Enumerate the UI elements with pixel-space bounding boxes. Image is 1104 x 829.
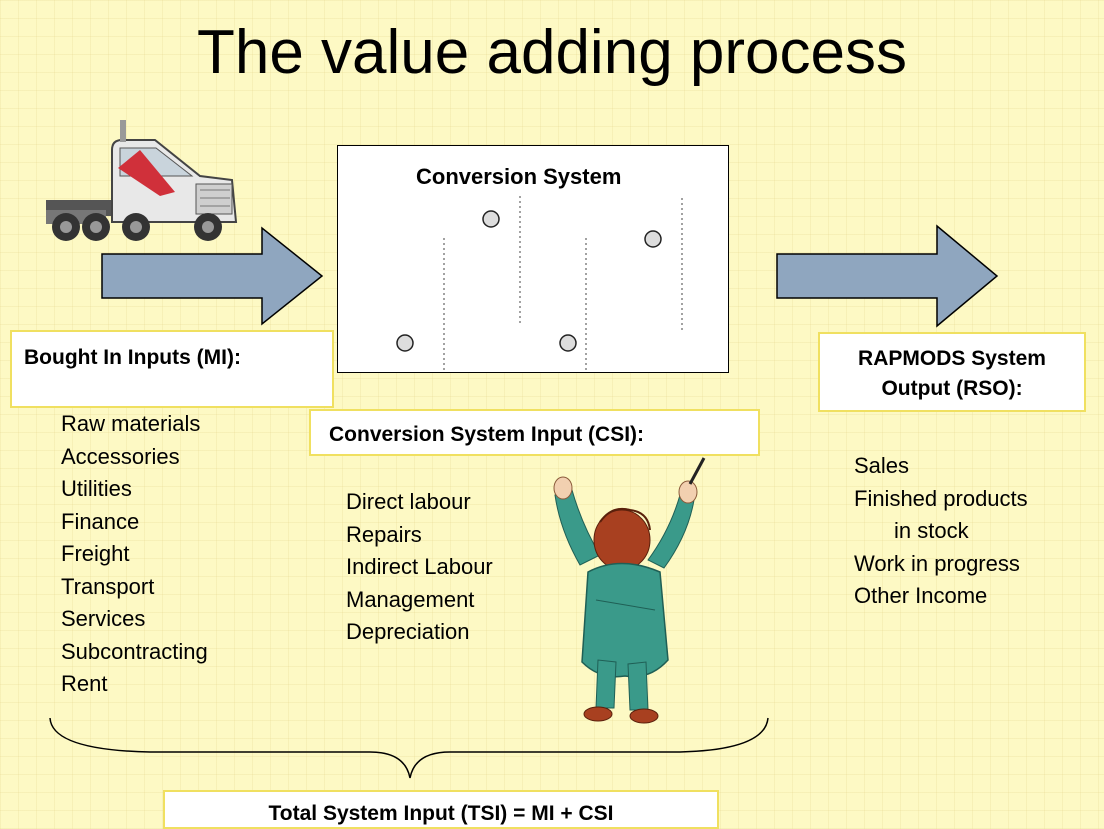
list-item: Utilities bbox=[61, 476, 132, 501]
output-arrow bbox=[776, 224, 999, 328]
inputs-label-box: Bought In Inputs (MI): bbox=[10, 330, 334, 408]
inputs-list: Raw materials Accessories Utilities Fina… bbox=[61, 408, 208, 701]
inputs-label: Bought In Inputs (MI): bbox=[24, 346, 241, 369]
process-node bbox=[644, 230, 662, 248]
input-arrow bbox=[101, 226, 324, 326]
list-item: Services bbox=[61, 606, 146, 631]
list-item: Indirect Labour bbox=[346, 554, 493, 579]
process-node bbox=[559, 334, 577, 352]
list-item: Finance bbox=[61, 508, 140, 534]
conversion-system-box: Conversion System bbox=[337, 145, 729, 373]
total-label-box: Total System Input (TSI) = MI + CSI bbox=[163, 790, 719, 829]
csi-label-box: Conversion System Input (CSI): bbox=[309, 409, 760, 456]
conversion-system-label: Conversion System bbox=[416, 164, 622, 189]
list-item: Subcontracting bbox=[61, 638, 208, 664]
worker-icon bbox=[553, 457, 706, 724]
page-title: The value adding process bbox=[196, 18, 907, 87]
list-item: Repairs bbox=[346, 521, 422, 547]
list-item: Depreciation bbox=[346, 619, 470, 644]
list-item: Finished products bbox=[854, 485, 1028, 511]
list-item: Rent bbox=[61, 671, 108, 696]
output-label-line2: Output (RSO): bbox=[881, 377, 1023, 400]
csi-list: Direct labour Repairs Indirect Labour Ma… bbox=[346, 486, 493, 649]
list-item: Accessories bbox=[61, 443, 180, 469]
list-item: Freight bbox=[61, 541, 130, 566]
list-item: Work in progress bbox=[854, 550, 1020, 576]
list-item: Management bbox=[346, 586, 475, 612]
truck-icon bbox=[46, 120, 238, 241]
total-brace bbox=[49, 717, 769, 779]
list-item: Transport bbox=[61, 573, 155, 599]
total-label: Total System Input (TSI) = MI + CSI bbox=[268, 802, 614, 825]
process-node bbox=[482, 210, 500, 228]
output-list: Sales Finished products in stock Work in… bbox=[854, 450, 1028, 613]
list-item: Sales bbox=[854, 453, 910, 478]
list-item: Other Income bbox=[854, 583, 988, 608]
csi-label: Conversion System Input (CSI): bbox=[329, 423, 645, 446]
output-label-line1: RAPMODS System bbox=[858, 347, 1046, 370]
list-item: Raw materials bbox=[61, 411, 201, 436]
conversion-system-graphic bbox=[396, 196, 683, 372]
process-node bbox=[396, 334, 414, 352]
output-label-box: RAPMODS System Output (RSO): bbox=[818, 332, 1086, 412]
list-item: in stock bbox=[894, 518, 969, 543]
list-item: Direct labour bbox=[346, 489, 471, 514]
